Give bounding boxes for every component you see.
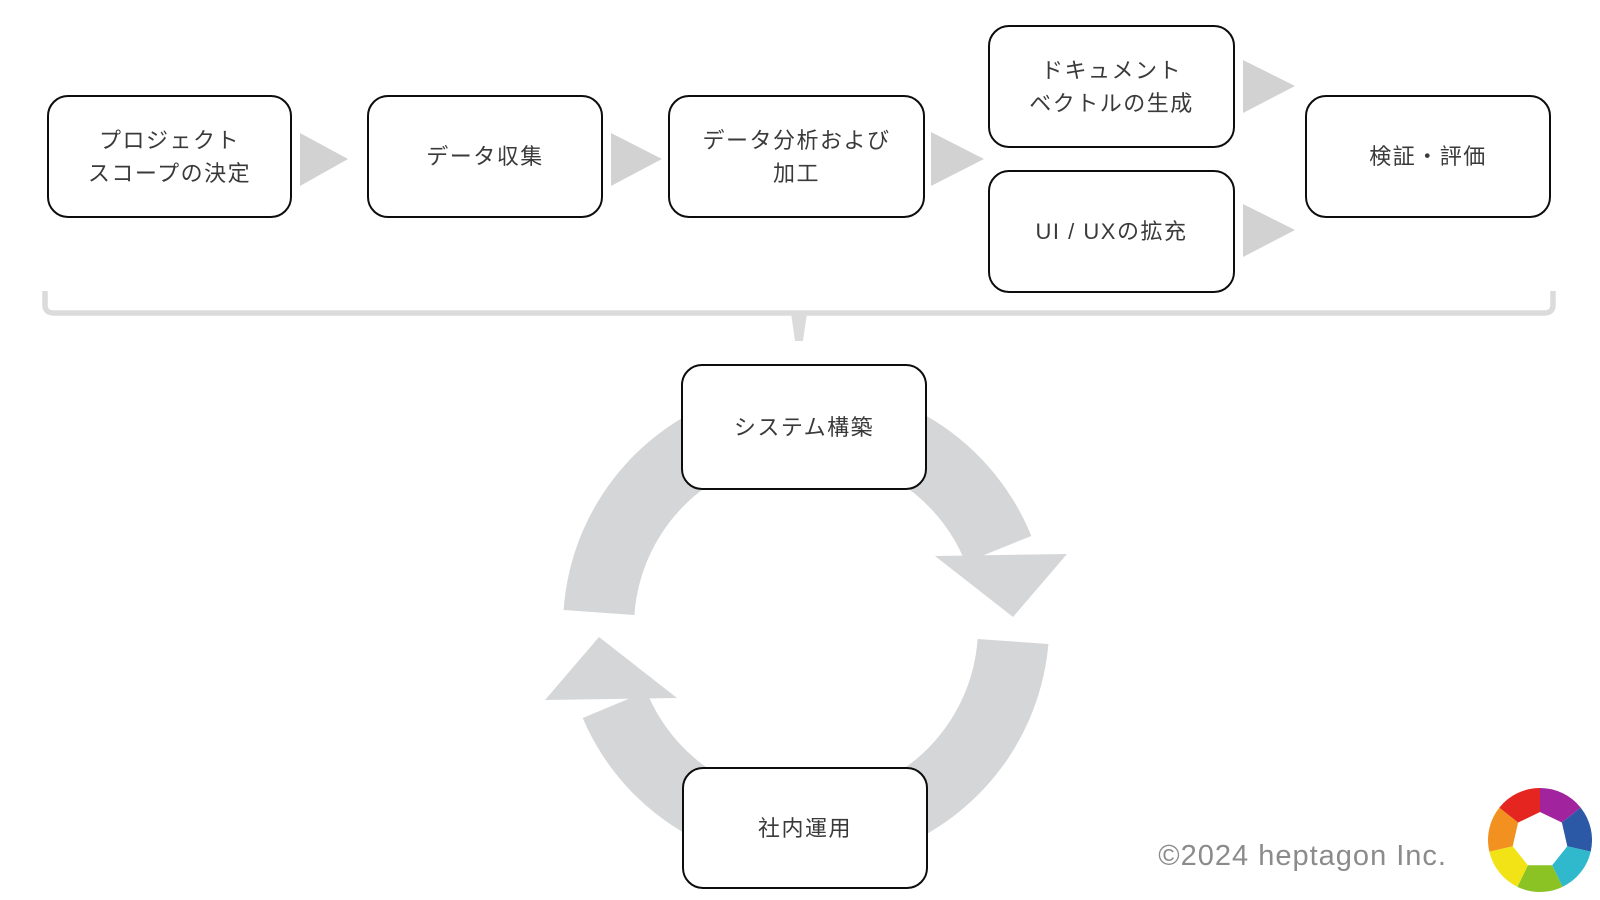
logo-segment-purple: [1540, 788, 1581, 823]
step-box-project-scope: プロジェクト スコープの決定: [47, 95, 292, 218]
flow-arrow-icon: [300, 133, 348, 186]
flow-arrow-icon: [1243, 204, 1295, 257]
bracket-center-tick: [791, 313, 807, 341]
flow-arrow-icon: [1243, 60, 1295, 113]
logo-segment-red: [1499, 788, 1540, 823]
step-box-ui-ux: UI / UXの拡充: [988, 170, 1235, 293]
step-label: 検証・評価: [1369, 144, 1487, 169]
logo-segment-green: [1517, 865, 1563, 892]
step-box-data-analysis: データ分析および 加工: [668, 95, 925, 218]
cycle-box-system-build: システム構築: [681, 364, 927, 490]
step-box-verification: 検証・評価: [1305, 95, 1551, 218]
step-label: UI / UXの拡充: [1035, 219, 1188, 244]
bracket: [42, 291, 1556, 316]
step-label: ドキュメント ベクトルの生成: [1029, 57, 1194, 116]
flow-arrow-icon: [931, 132, 984, 186]
logo-segment-cyan: [1552, 846, 1591, 887]
cycle-box-internal-operation: 社内運用: [682, 767, 928, 889]
heptagon-logo: [1488, 788, 1592, 892]
logo-segment-orange: [1488, 807, 1519, 852]
step-label: 社内運用: [757, 815, 852, 841]
logo-segment-yellow: [1489, 846, 1528, 887]
copyright-text: ©2024 heptagon Inc.: [1158, 840, 1447, 872]
step-box-document-vector: ドキュメント ベクトルの生成: [988, 25, 1235, 148]
logo-segment-blue: [1561, 807, 1592, 852]
flow-arrow-icon: [611, 133, 662, 186]
cycle-arrowhead-left-icon: [545, 637, 677, 700]
step-label: プロジェクト スコープの決定: [87, 127, 252, 186]
cycle-arrowhead-right-icon: [935, 554, 1067, 617]
step-label: システム構築: [733, 414, 875, 440]
step-label: データ分析および 加工: [702, 127, 891, 186]
step-label: データ収集: [426, 144, 544, 169]
step-box-data-collection: データ収集: [367, 95, 603, 218]
